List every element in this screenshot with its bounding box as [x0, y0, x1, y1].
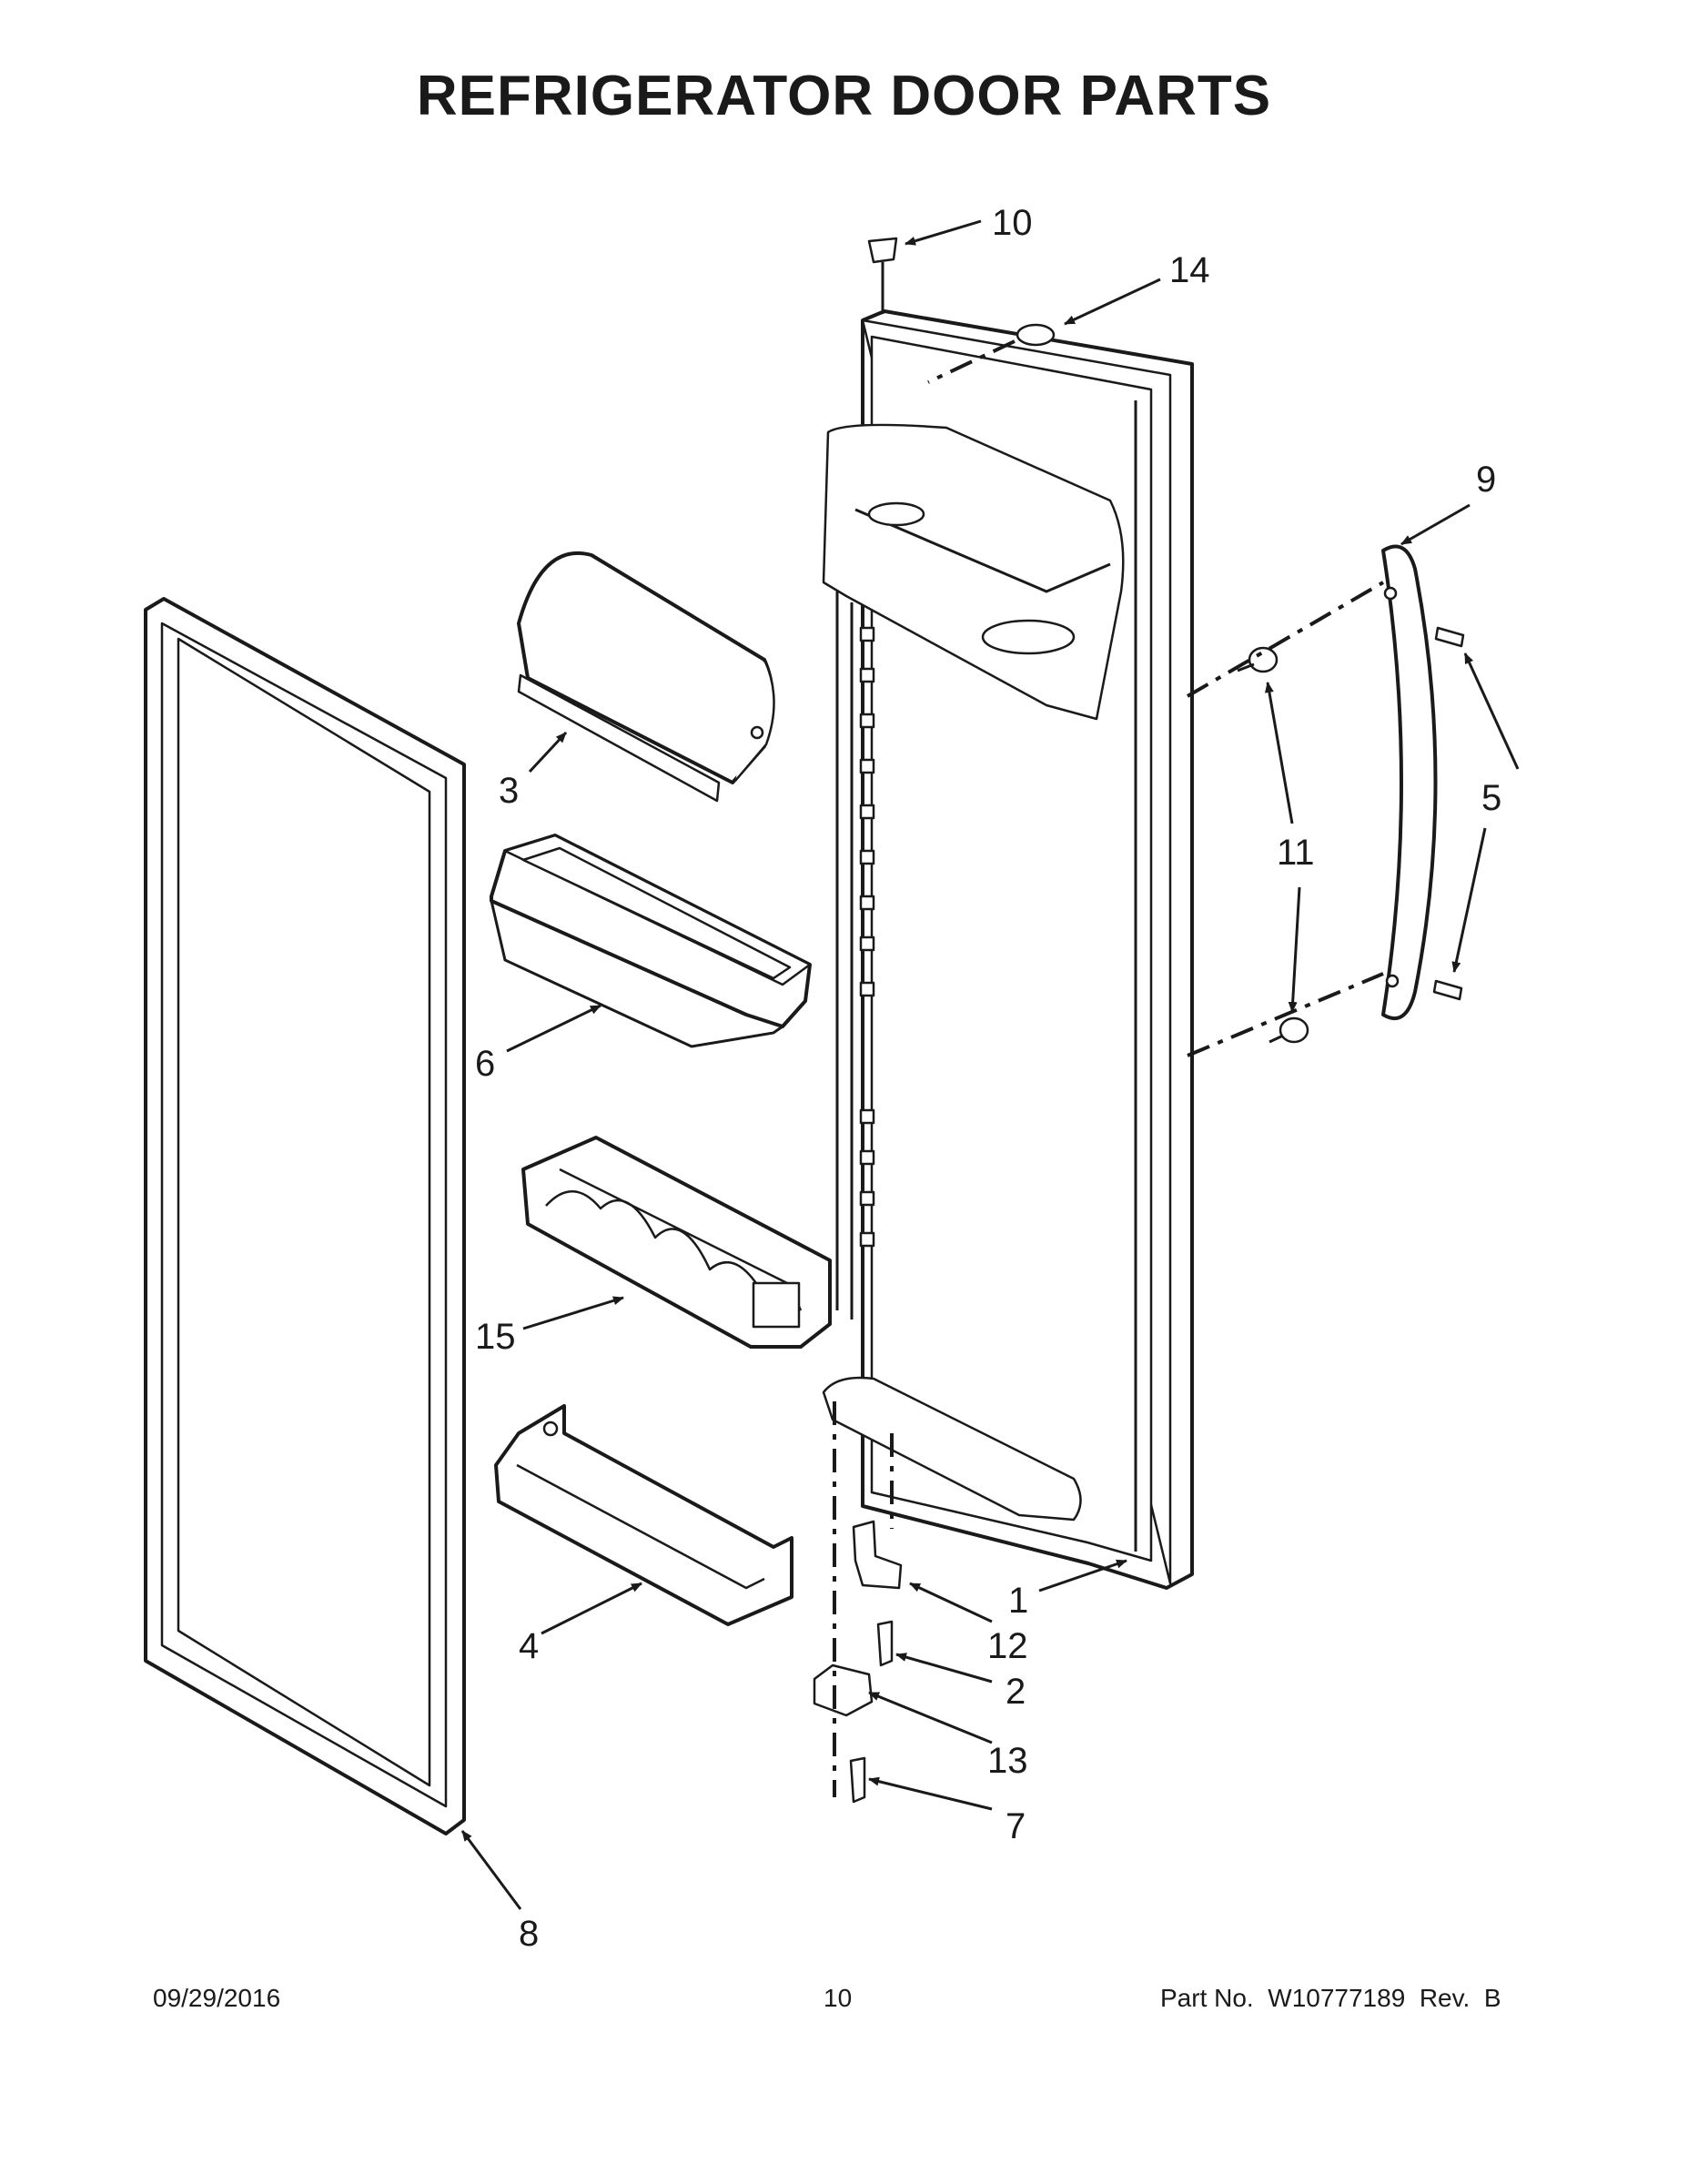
footer-date: 09/29/2016	[153, 1984, 281, 2012]
egg-tray	[521, 1136, 832, 1349]
dairy-compartment	[517, 551, 775, 803]
callout-1: 1	[1008, 1581, 1028, 1621]
leader-6	[506, 1004, 601, 1053]
leader-4	[541, 1582, 642, 1635]
leader-11-lower	[1288, 886, 1301, 1013]
handle-stud-upper	[1237, 646, 1279, 673]
set-screw-lower	[1432, 979, 1463, 1001]
leader-15	[522, 1296, 624, 1330]
leader-14	[1064, 278, 1161, 326]
door-clips	[859, 626, 875, 1248]
callout-2: 2	[1006, 1672, 1026, 1712]
leader-2	[895, 1653, 993, 1684]
bracket-screw	[849, 1756, 866, 1804]
washer	[1016, 323, 1056, 347]
leader-8	[460, 1830, 522, 1910]
callout-13: 13	[987, 1741, 1028, 1781]
page-title: REFRIGERATOR DOOR PARTS	[416, 65, 1272, 127]
callout-7: 7	[1006, 1806, 1026, 1846]
footer-part-number: Part No. W10777189 Rev. B	[1160, 1984, 1501, 2012]
leader-13	[868, 1691, 993, 1744]
leader-5-upper	[1463, 652, 1520, 770]
leader-3	[528, 731, 568, 774]
set-screw-upper	[1434, 626, 1465, 648]
leader-12	[909, 1582, 993, 1623]
hinge-screw	[876, 1620, 894, 1667]
callout-9: 9	[1476, 460, 1496, 500]
callout-10: 10	[992, 203, 1033, 243]
hinge-pin	[852, 1520, 903, 1590]
leader-5-lower	[1451, 827, 1487, 973]
footer-page-number: 10	[824, 1984, 853, 2012]
door-handle	[1381, 544, 1438, 1021]
callout-15: 15	[475, 1317, 516, 1357]
door-gasket	[144, 597, 466, 1835]
leader-1	[1038, 1559, 1127, 1592]
callout-4: 4	[519, 1626, 539, 1666]
door-shelf-rail	[494, 1404, 793, 1626]
door-liner	[822, 309, 1194, 1590]
callout-11: 11	[1277, 833, 1315, 873]
callout-8: 8	[519, 1914, 539, 1954]
leader-11-upper	[1264, 682, 1294, 824]
door-bin	[490, 834, 812, 1048]
callout-12: 12	[987, 1626, 1028, 1666]
callout-14: 14	[1169, 250, 1210, 290]
handle-stud-lower	[1269, 1016, 1309, 1044]
callout-5: 5	[1481, 778, 1501, 818]
hinge-bracket	[813, 1663, 874, 1717]
leader-7	[868, 1776, 993, 1811]
callout-3: 3	[499, 771, 519, 811]
leader-9	[1400, 503, 1471, 546]
leader-10	[905, 219, 982, 246]
callout-6: 6	[475, 1044, 495, 1084]
hinge-bushing	[867, 237, 898, 314]
